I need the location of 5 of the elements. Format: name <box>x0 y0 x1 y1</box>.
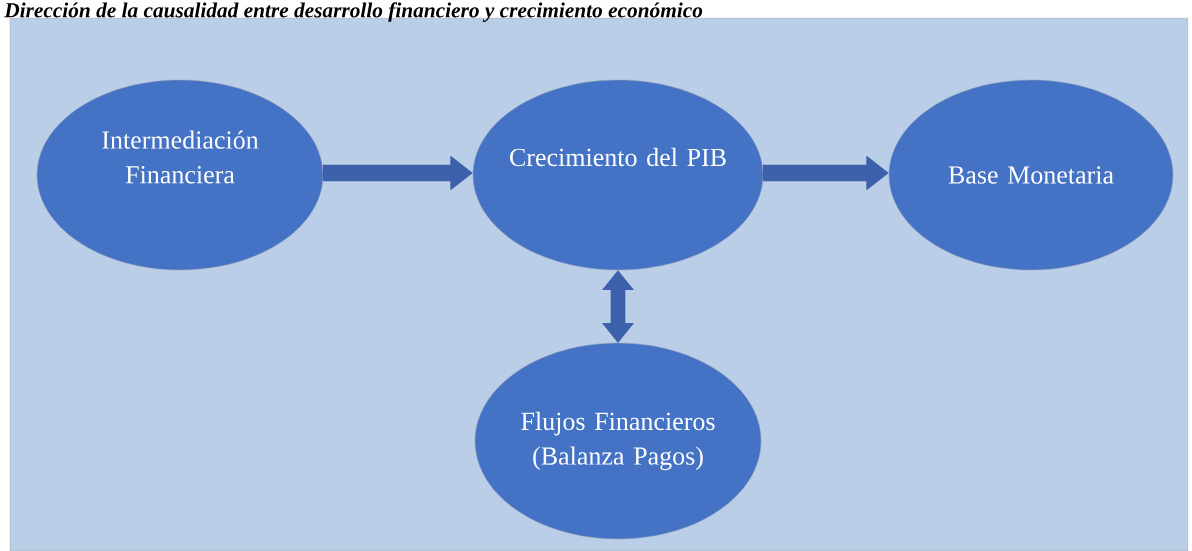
ellipse-node: Flujos Financieros (Balanza Pagos) <box>474 342 762 540</box>
ellipse-node: Crecimiento del PIB <box>472 79 764 271</box>
title: Dirección de la causalidad entre desarrollo financiero y crecimiento económico <box>4 2 703 22</box>
ellipse-node: Intermediación Financiera <box>36 79 324 271</box>
ellipse-node: Base Monetaria <box>888 79 1174 271</box>
